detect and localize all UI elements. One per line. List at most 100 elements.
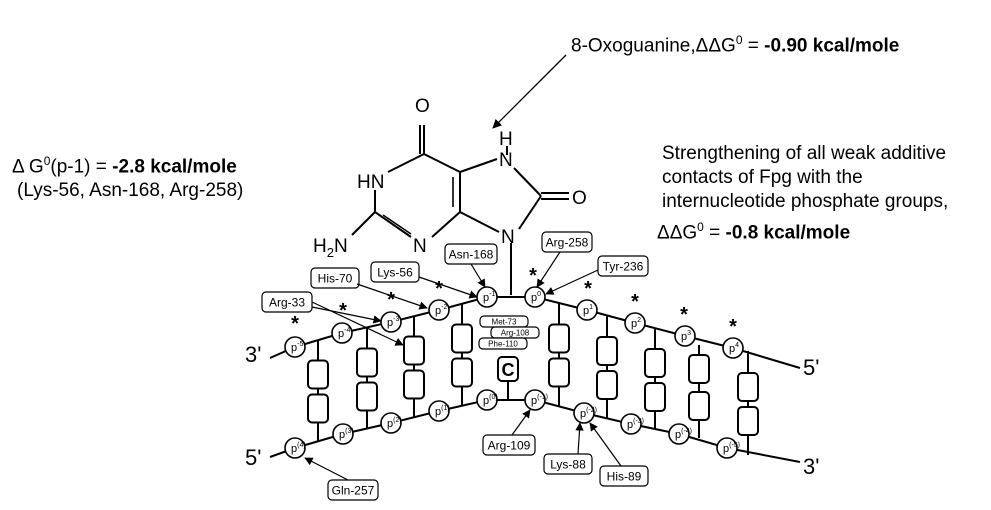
atom-n-bottom: N	[413, 236, 427, 257]
phosphate-top-1: p-4	[331, 322, 353, 344]
strand-label-top-right: 5'	[803, 355, 819, 380]
phosphate-top-7: p2	[624, 312, 646, 334]
svg-text:p3: p3	[681, 330, 691, 343]
residue-arrow	[304, 457, 349, 481]
phosphate-top-6: p1	[576, 299, 598, 321]
svg-text:His-89: His-89	[607, 469, 642, 483]
phosphate-top-0: p-5	[284, 336, 306, 358]
left-annotation-residues: (Lys-56, Asn-168, Arg-258)	[17, 180, 244, 201]
residue-arrow	[311, 301, 404, 346]
phosphates-top-strand: p-5 p-4 p-3 p-2 p-1 p0 p1 p2 p3 p4	[284, 286, 744, 359]
residue-phe-110: Phe-110	[478, 337, 528, 350]
atom-o-top: O	[415, 96, 430, 117]
base-box	[403, 335, 425, 366]
base-box	[737, 372, 759, 402]
svg-text:p0: p0	[531, 291, 541, 304]
svg-text:Lys-88: Lys-88	[550, 457, 586, 471]
base-box	[737, 406, 759, 436]
residue-asn-168: Asn-168	[444, 243, 498, 265]
residue-arrow	[418, 276, 478, 299]
residue-labels: Arg-33 His-70 Lys-56 Asn-168 Arg-258Tyr-236M…	[261, 231, 649, 501]
phosphate-bottom-6: p(-2)	[573, 402, 597, 424]
residue-lys-88: Lys-88	[543, 453, 593, 475]
atom-hn: HN	[357, 172, 384, 193]
svg-text:Gln-257: Gln-257	[332, 483, 375, 497]
strand-label-bottom-left: 5'	[245, 445, 261, 470]
phosphate-bottom-4: p(0)	[476, 389, 498, 411]
residue-arrow	[589, 422, 622, 467]
residue-arrow	[536, 251, 561, 288]
base-box	[688, 354, 710, 384]
svg-text:Lys-56: Lys-56	[377, 265, 413, 279]
right-annotation-line1: Strengthening of all weak additive	[662, 143, 947, 164]
svg-text:Met-73: Met-73	[492, 317, 517, 326]
residue-lys-56: Lys-56	[370, 261, 420, 283]
residue-gln-257: Gln-257	[327, 479, 379, 501]
atom-n-glyco: N	[501, 227, 515, 248]
svg-text:p(-4): p(-4)	[675, 428, 692, 441]
phosphate-top-5: p0	[524, 286, 546, 308]
contact-star: *	[631, 291, 639, 313]
base-box	[356, 347, 378, 378]
contact-star: *	[729, 316, 737, 338]
cytosine-box: C	[497, 356, 519, 382]
base-box	[307, 359, 329, 390]
base-box	[403, 369, 425, 400]
contact-star: *	[680, 304, 688, 326]
residue-arg-258: Arg-258	[541, 231, 593, 253]
phosphate-bottom-0: p(4)	[284, 437, 306, 459]
right-annotation-ddg: ΔΔG0 = -0.8 kcal/mole	[657, 220, 851, 244]
contact-stars: *********	[291, 265, 737, 338]
base-box	[644, 382, 666, 412]
phosphate-top-3: p-2	[428, 299, 450, 321]
contact-star: *	[339, 300, 347, 322]
atom-n-right: N	[499, 150, 513, 171]
svg-text:p(-1): p(-1)	[531, 394, 548, 407]
phosphate-top-4: p-1	[476, 286, 498, 308]
svg-text:p1: p1	[583, 304, 593, 317]
svg-text:p(-2): p(-2)	[580, 407, 597, 420]
annotation-arrow-8oxog	[492, 54, 567, 129]
svg-text:Tyr-236: Tyr-236	[603, 259, 644, 273]
contact-star: *	[387, 289, 395, 311]
svg-text:Arg-33: Arg-33	[269, 295, 305, 309]
phosphate-top-9: p4	[722, 337, 744, 359]
residue-his-89: His-89	[599, 465, 649, 487]
svg-text:p-3: p-3	[387, 316, 399, 329]
svg-text:Arg-108: Arg-108	[501, 328, 530, 337]
left-annotation-dg: Δ G0(p-1) = -2.8 kcal/mole	[12, 154, 237, 178]
base-box	[451, 323, 473, 354]
phosphate-bottom-8: p(-4)	[668, 423, 692, 445]
residue-his-70: His-70	[310, 267, 360, 289]
phosphate-bottom-3: p(1)	[428, 400, 450, 422]
svg-text:p(0): p(0)	[483, 394, 498, 407]
residue-arrow	[545, 269, 599, 295]
strand-label-top-left: 3'	[245, 342, 261, 367]
atom-h: H	[499, 129, 513, 150]
residue-tyr-236: Tyr-236	[597, 255, 649, 277]
right-annotation-line2: contacts of Fpg with the	[662, 167, 863, 188]
svg-text:p(-5): p(-5)	[723, 442, 740, 455]
base-box	[307, 393, 329, 424]
phosphate-bottom-7: p(-3)	[620, 413, 644, 435]
svg-text:Asn-168: Asn-168	[449, 247, 494, 261]
base-pair-ladder	[307, 303, 759, 455]
base-box	[356, 381, 378, 412]
base-box	[644, 348, 666, 378]
residue-arrow	[356, 283, 428, 310]
base-box	[688, 391, 710, 421]
svg-text:p(1): p(1)	[435, 405, 450, 418]
contact-star: *	[435, 278, 443, 300]
phosphate-bottom-2: p(2)	[380, 412, 402, 434]
residue-arg-109: Arg-109	[482, 434, 536, 456]
8-oxoguanine-structure	[351, 125, 569, 295]
svg-text:p-2: p-2	[435, 304, 447, 317]
svg-text:p(3): p(3)	[339, 428, 354, 441]
residue-arrow	[470, 263, 486, 288]
residue-arrow	[311, 306, 382, 324]
atom-h2n: H2N	[313, 236, 348, 260]
svg-text:p-5: p-5	[291, 341, 303, 354]
residue-arrow	[511, 409, 531, 436]
svg-text:Arg-258: Arg-258	[546, 235, 589, 249]
svg-text:p4: p4	[729, 342, 739, 355]
